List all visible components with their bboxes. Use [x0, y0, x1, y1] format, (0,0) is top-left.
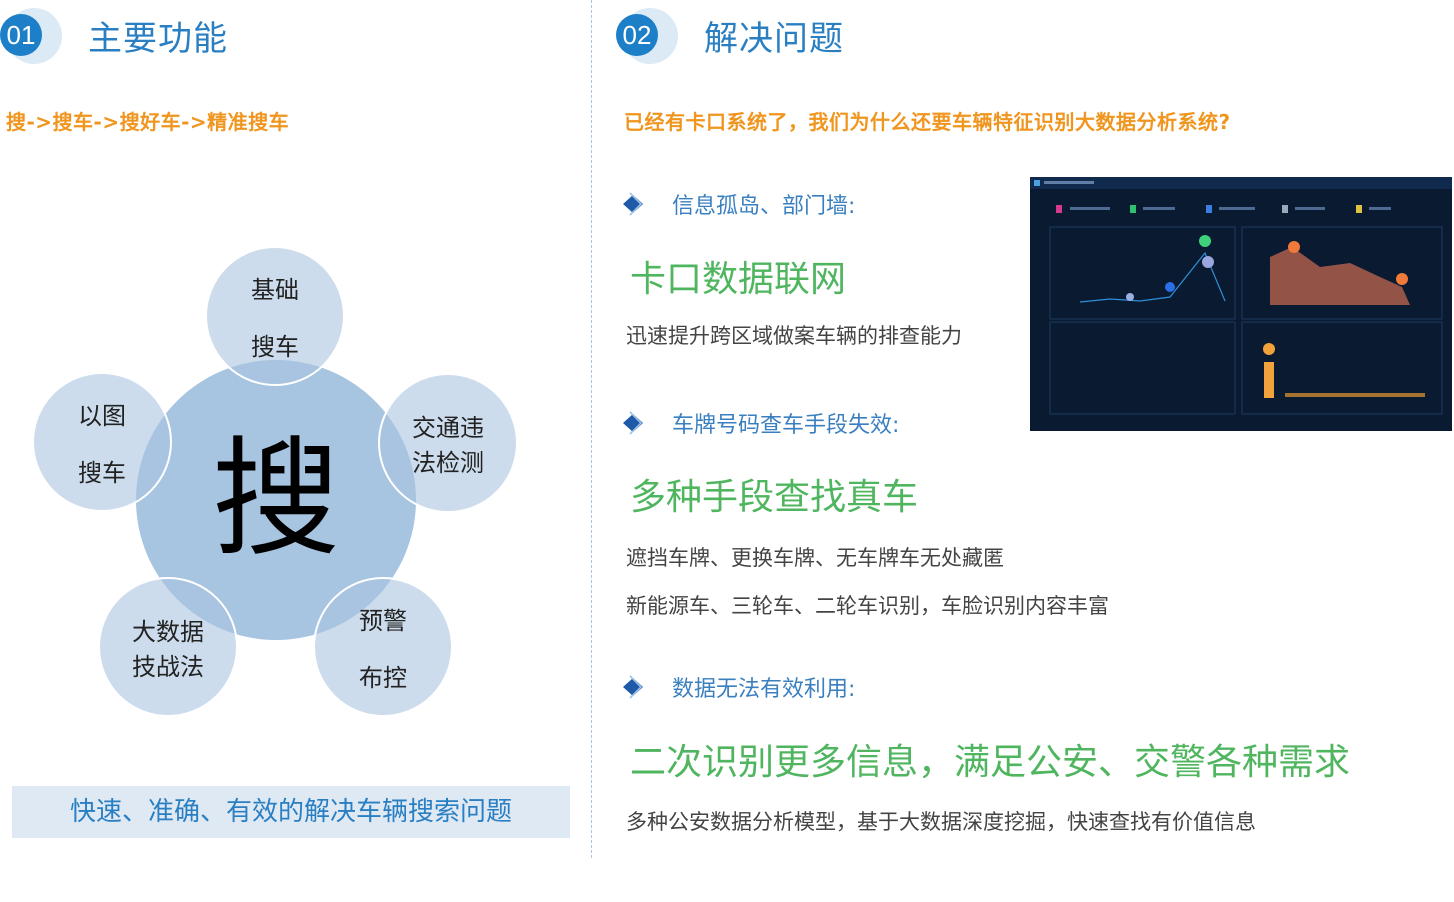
problem-bullet-1: 信息孤岛、部门墙:: [620, 188, 855, 220]
diamond-bullet-icon: [620, 674, 652, 700]
solution-desc-3: 多种公安数据分析模型，基于大数据深度挖掘，快速查找有价值信息: [626, 810, 1256, 834]
summary-banner: 快速、准确、有效的解决车辆搜索问题: [12, 786, 570, 838]
solution-desc-1: 迅速提升跨区域做案车辆的排查能力: [626, 324, 962, 348]
solution-headline-3: 二次识别更多信息，满足公安、交警各种需求: [630, 742, 1351, 783]
solution-headline-2: 多种手段查找真车: [630, 477, 919, 518]
key-question: 已经有卡口系统了，我们为什么还要车辆特征识别大数据分析系统?: [624, 110, 1231, 134]
center-char: 搜: [211, 425, 340, 574]
diamond-bullet-icon: [620, 410, 652, 436]
search-flow-text: 搜->搜车->搜好车->精准搜车: [6, 110, 290, 134]
solution-headline-1: 卡口数据联网: [630, 259, 847, 300]
section-title: 主要功能: [88, 18, 228, 59]
diamond-bullet-icon: [620, 191, 652, 217]
section-header-problems: 02 解决问题: [616, 6, 844, 64]
feature-circle-basic-search: 基础 搜车: [205, 246, 345, 386]
section-number-badge: 02: [616, 6, 682, 64]
section-number-badge: 01: [0, 6, 66, 64]
section-title: 解决问题: [704, 18, 844, 59]
section-header-features: 01 主要功能: [0, 6, 228, 64]
feature-circle-big-data: 大数据 技战法: [98, 577, 238, 717]
solution-desc-2b: 新能源车、三轮车、二轮车识别，车脸识别内容丰富: [626, 594, 1109, 618]
dashed-divider: [591, 0, 592, 858]
feature-circle-image-search: 以图 搜车: [32, 372, 172, 512]
feature-circle-alert-control: 预警 布控: [313, 577, 453, 717]
problem-bullet-3: 数据无法有效利用:: [620, 671, 855, 703]
feature-circle-violation-detect: 交通违 法检测: [378, 373, 518, 513]
solution-desc-2a: 遮挡车牌、更换车牌、无车牌车无处藏匿: [626, 546, 1004, 570]
dashboard-screenshot: [1030, 177, 1452, 431]
problem-bullet-2: 车牌号码查车手段失效:: [620, 407, 899, 439]
